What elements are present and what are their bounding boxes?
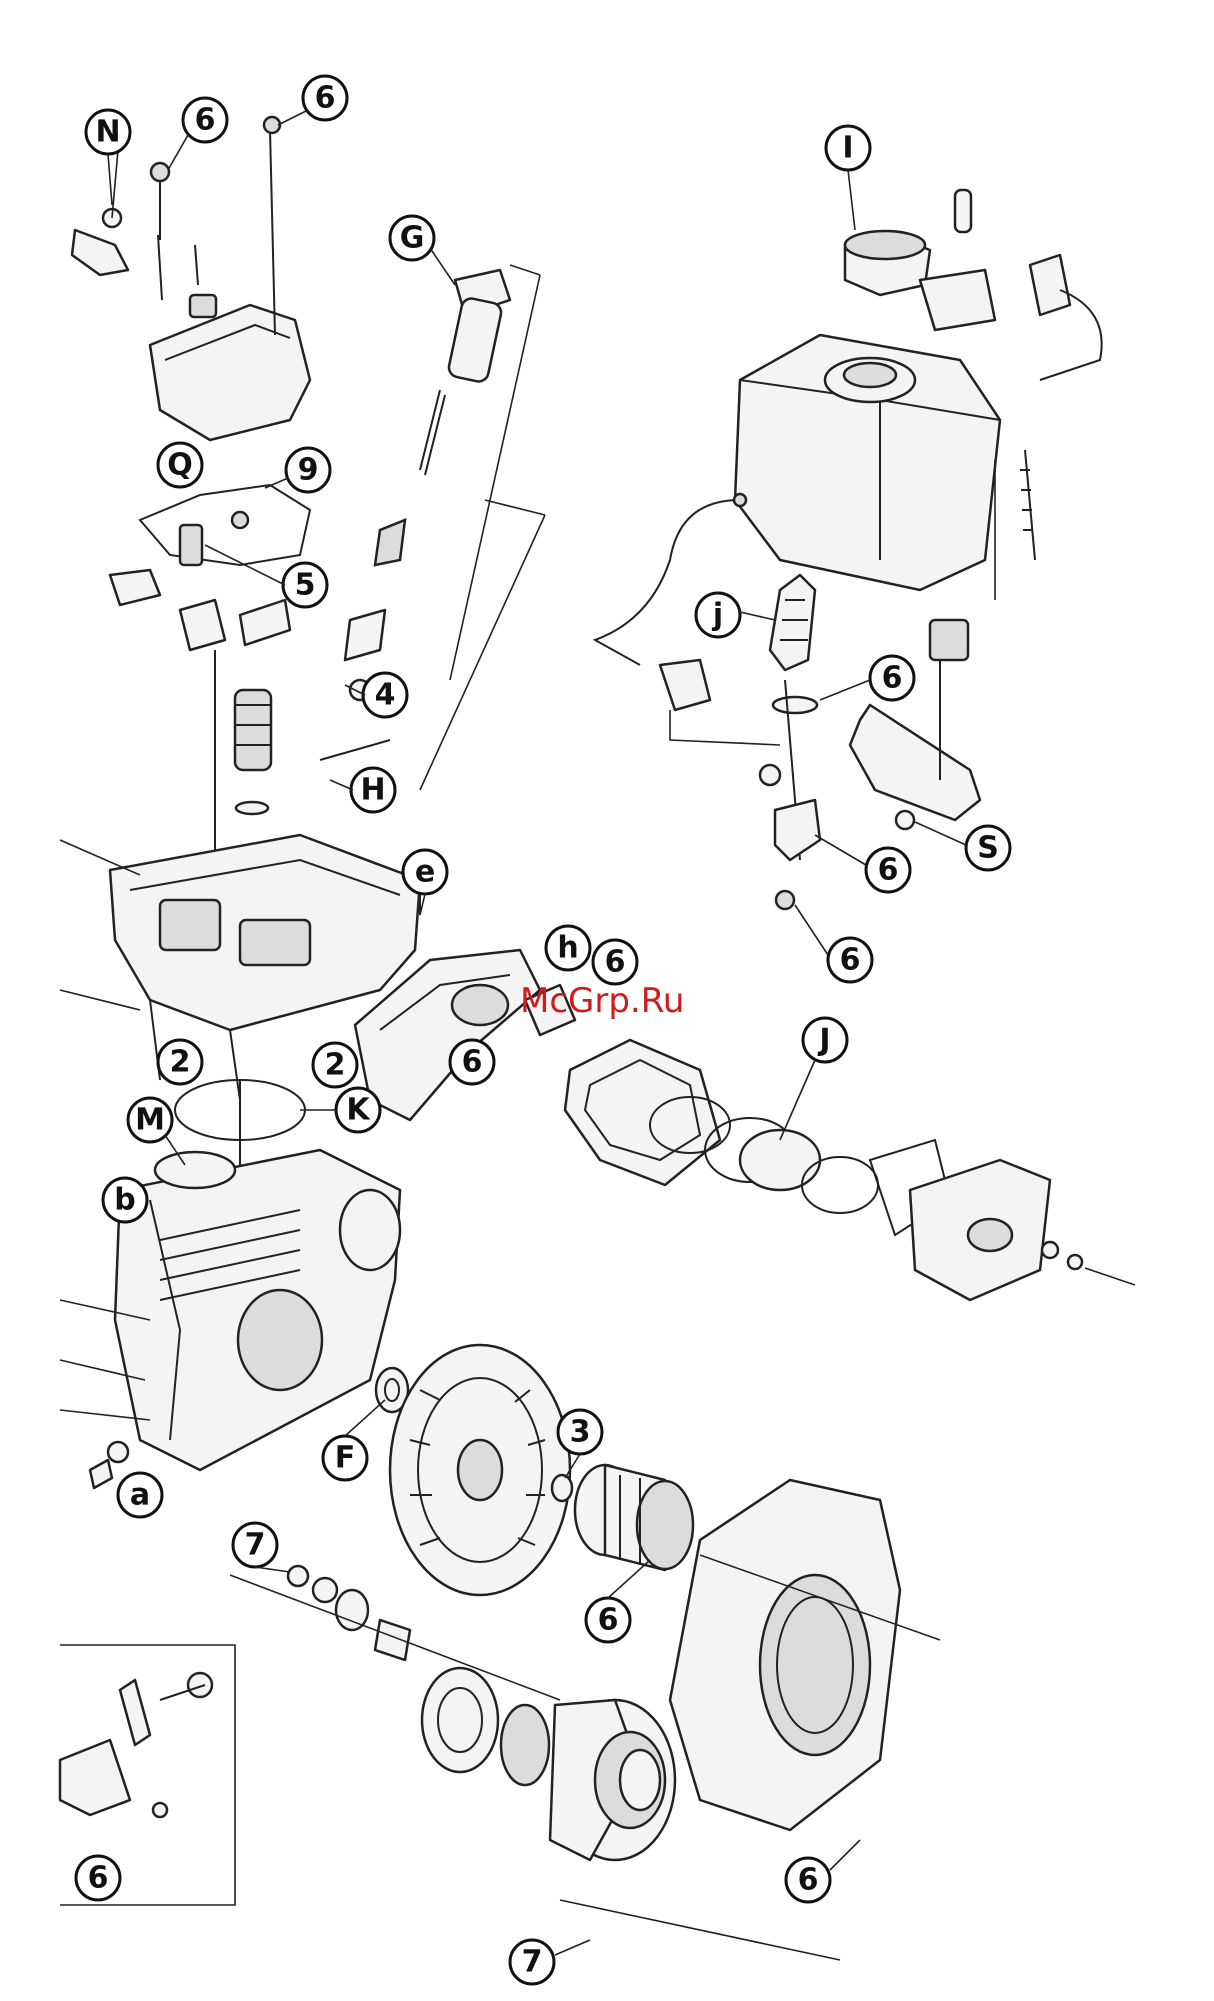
callout-6-i: S — [966, 826, 1010, 870]
callout-7-b: I — [826, 126, 870, 170]
callout-F: F — [323, 1436, 367, 1480]
valve-cover-gasket — [140, 485, 310, 565]
callout-label: 9 — [298, 453, 319, 488]
valve-cover — [150, 117, 310, 440]
callout-label: e — [415, 855, 435, 890]
callout-label: H — [360, 773, 385, 808]
air-cleaner — [565, 1040, 1135, 1300]
callout-6-e: 6 — [586, 1598, 630, 1642]
callout-K: K — [336, 1088, 380, 1132]
callout-G: G — [390, 216, 434, 260]
callout-S: 6 — [866, 848, 910, 892]
callout-9: 9 — [286, 448, 330, 492]
callout-6-h: 7 — [510, 1940, 554, 1984]
callout-5: 5 — [283, 563, 327, 607]
callout-label: 6 — [878, 853, 899, 888]
callout-j: 6 — [870, 656, 914, 700]
callout-6-a: 6 — [183, 98, 227, 142]
callout-label: 6 — [315, 81, 336, 116]
callout-4: 4 — [363, 673, 407, 717]
callout-label: 6 — [462, 1045, 483, 1080]
callout-2-b: 2 — [313, 1043, 357, 1087]
flywheel-nut — [552, 1475, 572, 1501]
callout-label: 7 — [245, 1528, 266, 1563]
callout-N: N — [86, 110, 130, 154]
callout-label: h — [557, 931, 578, 966]
callout-label: 4 — [375, 678, 396, 713]
callout-label: j — [712, 598, 723, 633]
callout-label: 6 — [882, 661, 903, 696]
callout-6-f: 6 — [76, 1856, 120, 1900]
callout-6-j: 6 — [828, 938, 872, 982]
breather-fitting — [72, 150, 128, 275]
callout-6-g: 6 — [786, 1858, 830, 1902]
callout-3: 3 — [558, 1410, 602, 1454]
callout-label: K — [346, 1093, 371, 1128]
callout-I: j — [696, 593, 740, 637]
callout-label: 3 — [570, 1415, 591, 1450]
rocker-assembly — [110, 570, 290, 880]
callout-label: 7 — [522, 1945, 543, 1980]
callout-label: 6 — [195, 103, 216, 138]
callout-label: G — [400, 221, 425, 256]
callout-label: b — [114, 1183, 135, 1218]
callout-6-c: 6 — [593, 940, 637, 984]
fuel-line — [595, 494, 746, 665]
callout-label: N — [95, 115, 120, 150]
callout-label: M — [135, 1103, 165, 1138]
injector-assembly — [320, 265, 545, 790]
callout-label: 5 — [295, 568, 316, 603]
tank-bracket — [850, 620, 980, 829]
callout-label: 2 — [170, 1045, 191, 1080]
callout-a: a — [118, 1473, 162, 1517]
callout-e: e — [403, 850, 447, 894]
callout-label: 6 — [840, 943, 861, 978]
callout-2-a: 2 — [158, 1040, 202, 1084]
callout-label: S — [977, 831, 999, 866]
callout-6-b: 6 — [303, 76, 347, 120]
fan-shroud — [670, 1480, 940, 1830]
callout-Q: Q — [158, 443, 202, 487]
callout-label: 6 — [88, 1861, 109, 1896]
callout-h: h — [546, 926, 590, 970]
callout-label: 6 — [598, 1603, 619, 1638]
callout-J: J — [803, 1018, 847, 1062]
callout-label: F — [335, 1441, 356, 1476]
flywheel — [390, 1345, 570, 1595]
callout-label: J — [817, 1023, 830, 1058]
callout-label: 2 — [325, 1048, 346, 1083]
callout-H: H — [351, 768, 395, 812]
starter-cup — [575, 1465, 693, 1570]
callout-label: Q — [167, 448, 193, 483]
callout-label: a — [130, 1478, 150, 1513]
fuel-tank — [735, 190, 1102, 600]
callout-b: b — [103, 1178, 147, 1222]
callout-7-a: 7 — [233, 1523, 277, 1567]
callout-label: 6 — [605, 945, 626, 980]
callout-6-d: 6 — [450, 1040, 494, 1084]
watermark: McGrp.Ru — [520, 981, 684, 1021]
callout-label: 6 — [798, 1863, 819, 1898]
callout-label: I — [842, 131, 853, 166]
